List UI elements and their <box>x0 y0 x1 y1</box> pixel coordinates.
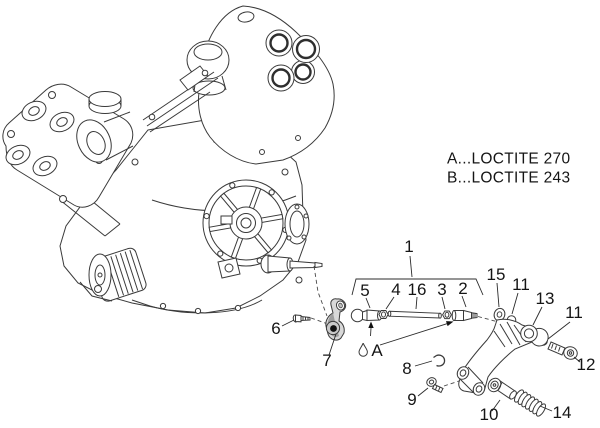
valve-cover-bosses <box>5 91 103 203</box>
part-3-nut <box>442 310 452 320</box>
callout-labels: 1 5 4 16 3 2 15 11 13 11 12 8 9 10 14 6 … <box>271 237 595 424</box>
loctite-arrow-up-icon <box>368 321 374 328</box>
callout-15: 15 <box>487 265 506 284</box>
part-5-ball-joint <box>350 308 382 323</box>
callout-a: A <box>371 341 383 360</box>
callout-14: 14 <box>553 403 572 422</box>
part-4-nut <box>378 310 389 319</box>
callout-16: 16 <box>408 280 427 299</box>
part-10-pin-bolt <box>487 377 517 400</box>
callout-5: 5 <box>360 281 369 300</box>
callout-13: 13 <box>536 289 555 308</box>
gear-shift-shaft <box>260 254 323 284</box>
callout-2: 2 <box>458 279 467 298</box>
callout-11-lower: 11 <box>565 303 583 322</box>
assembly-dash-bolt6 <box>310 317 329 325</box>
loctite-note-b: B...LOCTITE 243 <box>447 170 570 187</box>
callout-4: 4 <box>391 280 400 299</box>
part-13-shift-lever <box>456 318 549 396</box>
callout-11-upper: 11 <box>512 275 530 294</box>
callout-1: 1 <box>404 237 413 256</box>
loctite-note-a: A...LOCTITE 270 <box>447 151 570 168</box>
part-16-rod <box>387 310 442 319</box>
loctite-arrow-right-icon <box>446 321 454 327</box>
callout-10: 10 <box>480 405 499 424</box>
callout-6: 6 <box>271 319 280 338</box>
callout-3: 3 <box>437 280 446 299</box>
callout-7: 7 <box>322 351 331 370</box>
loctite-notes: A...LOCTITE 270 B...LOCTITE 243 <box>447 151 570 187</box>
engine-illustration <box>2 5 335 315</box>
part-12-shoulder-bolt <box>547 341 578 360</box>
part-6-bolt <box>292 314 311 323</box>
part-9-bolt <box>426 377 444 394</box>
clutch-cover <box>202 179 290 267</box>
leader-lines <box>281 255 581 412</box>
part-8-clip <box>433 354 446 367</box>
part-7-shift-crank <box>325 298 347 341</box>
callout-9: 9 <box>407 390 416 409</box>
part-2-rod-end <box>451 309 478 322</box>
group-bracket-1 <box>351 278 484 296</box>
assembly-dash-shaft-to-lever7 <box>313 265 328 317</box>
loctite-a-marker <box>358 321 454 357</box>
callout-12: 12 <box>577 355 596 374</box>
intake-trumpets <box>265 29 320 92</box>
callout-8: 8 <box>402 359 411 378</box>
loctite-drop-icon <box>358 343 368 357</box>
part-14-spring <box>514 389 546 417</box>
